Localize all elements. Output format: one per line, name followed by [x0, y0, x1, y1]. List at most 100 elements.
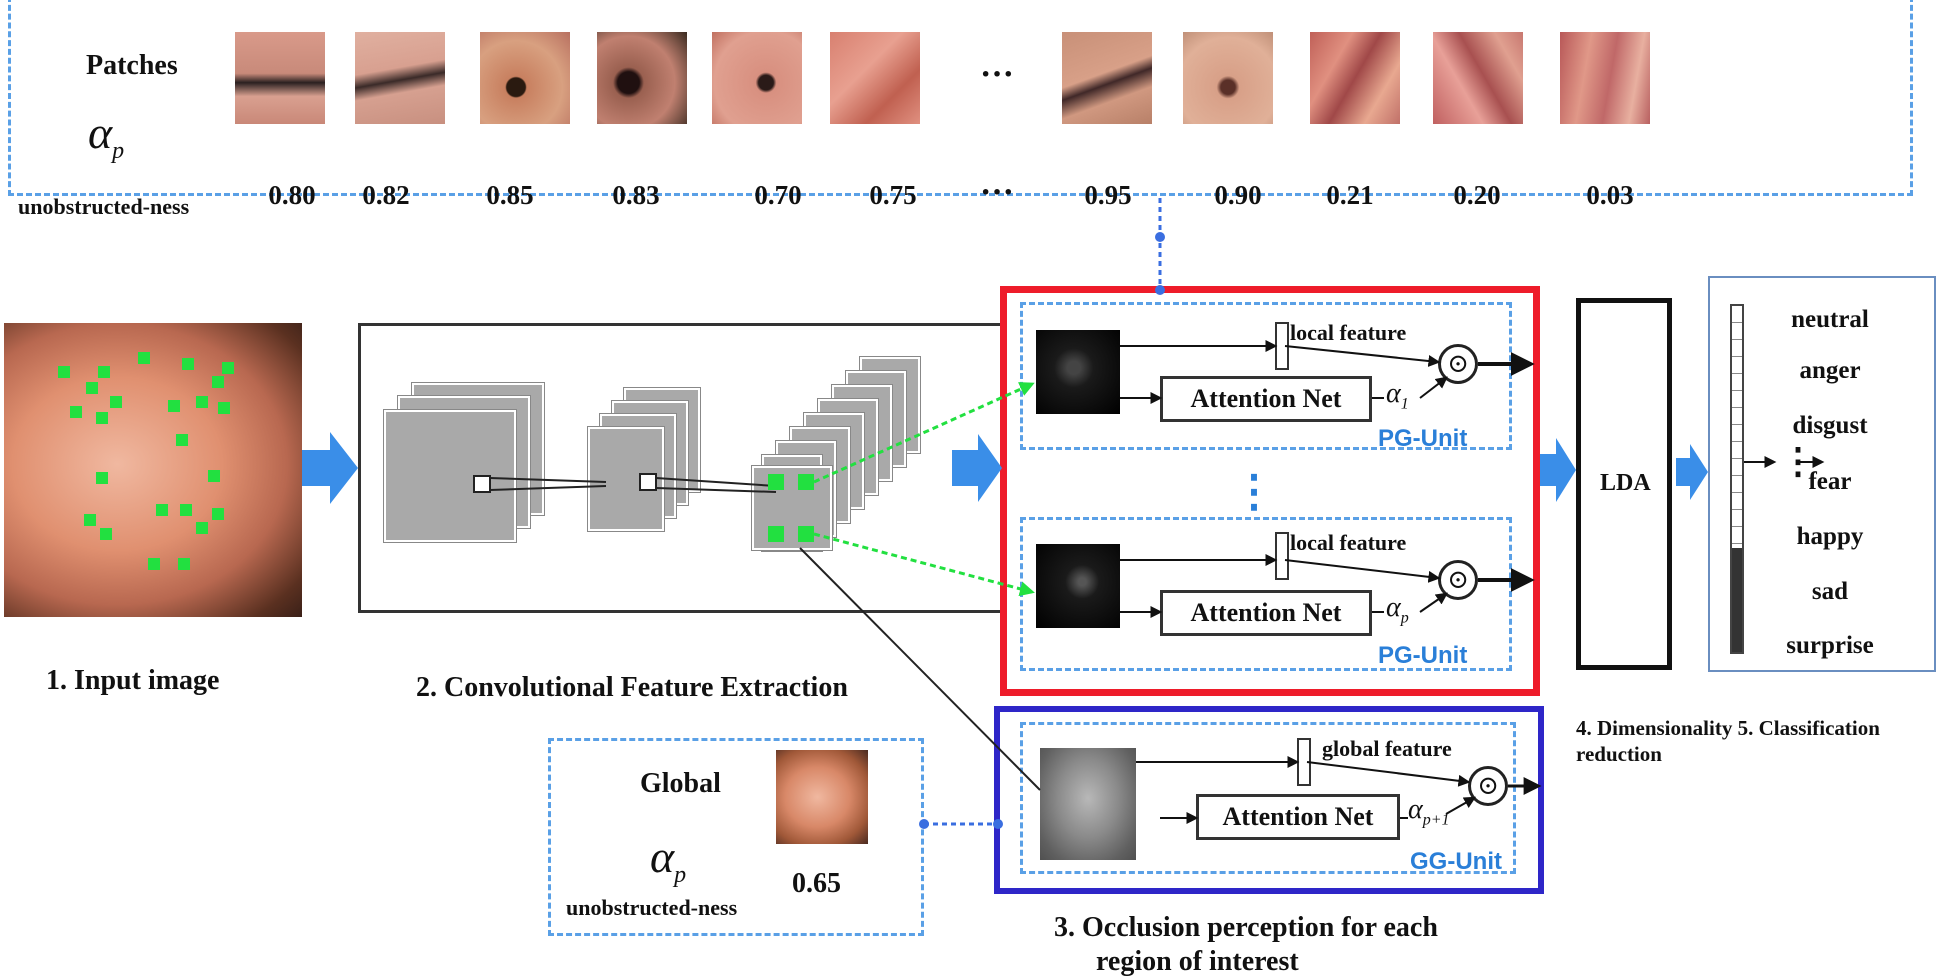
- global-unobstructed-label: unobstructed-ness: [566, 895, 738, 920]
- landmark-point: [196, 396, 208, 408]
- class-label: sad: [1811, 578, 1849, 605]
- global-alpha: αp: [650, 831, 687, 889]
- patch-value: 0.90: [1214, 180, 1262, 210]
- patch-value: 0.20: [1453, 180, 1501, 210]
- patches-ellipsis: ···: [980, 56, 1015, 93]
- pg-vdots: ⋮: [1232, 467, 1276, 516]
- patches-alpha: αp: [88, 107, 125, 165]
- landmark-point: [86, 382, 98, 394]
- roi-square: [798, 474, 814, 490]
- patch-image: [235, 32, 325, 124]
- alpha-global-label: αp+1: [1408, 794, 1450, 829]
- class-label: fear: [1808, 468, 1852, 495]
- gg-unit-box: [994, 706, 1544, 894]
- landmark-point: [70, 406, 82, 418]
- step-1-label: 1. Input image: [46, 665, 220, 696]
- landmark-point: [212, 376, 224, 388]
- patch-image: [1062, 32, 1152, 124]
- roi-link-bottom: [813, 532, 1035, 597]
- step-3-label-line1: 3. Occlusion perception for each: [1054, 912, 1438, 943]
- pg-unit-label-top: PG-Unit: [1378, 425, 1468, 452]
- global-value: 0.65: [792, 868, 841, 899]
- attention-net-global: Attention Net: [1196, 794, 1400, 840]
- alpha-1-label: α1: [1386, 378, 1409, 413]
- patch-image: [1183, 32, 1273, 124]
- conv-projection: [655, 477, 777, 487]
- landmark-point: [84, 514, 96, 526]
- feature-map-layer: [384, 410, 516, 542]
- flow-arrow-3: [1540, 438, 1576, 502]
- step-4-5-label-line1: 4. Dimensionality 5. Classification: [1576, 716, 1880, 740]
- class-label: anger: [1799, 357, 1861, 384]
- patch-image: [355, 32, 445, 124]
- pg-units-box: [1000, 286, 1540, 696]
- classification-box: [1708, 276, 1936, 672]
- gg-unit-inner: [1020, 722, 1516, 874]
- global-link: [799, 547, 1041, 791]
- global-panel: [548, 738, 924, 936]
- local-feature-label-bottom: local feature: [1290, 530, 1407, 555]
- landmark-point: [178, 558, 190, 570]
- flow-arrow-1: [302, 432, 358, 504]
- patch-value: 0.95: [1084, 180, 1132, 210]
- conv-projection: [489, 485, 607, 491]
- patch-value: 0.82: [362, 180, 410, 210]
- step-4-5-label-line2: reduction: [1576, 742, 1662, 766]
- landmark-point: [98, 366, 110, 378]
- landmark-point: [196, 522, 208, 534]
- patch-value: 0.80: [268, 180, 316, 210]
- landmark-point: [176, 434, 188, 446]
- conv-projection: [489, 477, 607, 483]
- global-title: Global: [640, 768, 721, 799]
- patch-value: 0.03: [1586, 180, 1634, 210]
- patch-value: 0.75: [869, 180, 917, 210]
- patches-title: Patches: [86, 50, 178, 81]
- gg-unit-label: GG-Unit: [1410, 848, 1502, 875]
- pg-feature-map-bottom: [1036, 544, 1120, 628]
- conv-projection: [655, 487, 777, 493]
- global-feature-label: global feature: [1322, 736, 1452, 761]
- landmark-point: [156, 504, 168, 516]
- lda-label: LDA: [1600, 470, 1651, 496]
- class-label: surprise: [1786, 632, 1874, 659]
- global-face-thumbnail: [776, 750, 868, 844]
- patches-unobstructed-label: unobstructed-ness: [18, 194, 190, 219]
- landmark-point: [96, 412, 108, 424]
- patch-image: [1433, 32, 1523, 124]
- values-ellipsis: ···: [980, 174, 1015, 211]
- landmark-point: [182, 358, 194, 370]
- class-label: neutral: [1791, 306, 1869, 333]
- odot-global: ⊙: [1468, 766, 1508, 806]
- patch-value: 0.85: [486, 180, 534, 210]
- flow-arrow-2: [952, 434, 1002, 502]
- class-label: happy: [1796, 523, 1864, 550]
- lda-box: [1576, 298, 1672, 670]
- landmark-point: [208, 470, 220, 482]
- local-feature-label-top: local feature: [1290, 320, 1407, 345]
- patch-image: [830, 32, 920, 124]
- patch-value: 0.70: [754, 180, 802, 210]
- landmark-point: [96, 472, 108, 484]
- landmark-point: [148, 558, 160, 570]
- attention-net-top: Attention Net: [1160, 376, 1372, 422]
- patch-image: [1310, 32, 1400, 124]
- pg-unit-top: [1020, 302, 1512, 450]
- patches-panel: [8, 0, 1913, 196]
- landmark-point: [180, 504, 192, 516]
- alpha-p-label: αp: [1386, 592, 1409, 627]
- landmark-point: [110, 396, 122, 408]
- patch-image: [597, 32, 687, 124]
- landmark-point: [222, 362, 234, 374]
- landmark-point: [218, 402, 230, 414]
- landmark-point: [212, 508, 224, 520]
- landmark-point: [168, 400, 180, 412]
- landmark-point: [100, 528, 112, 540]
- conv-window-1: [473, 475, 491, 493]
- flow-arrow-4: [1676, 444, 1708, 500]
- step-3-label-line2: region of interest: [1096, 946, 1299, 977]
- landmark-point: [138, 352, 150, 364]
- patch-image: [480, 32, 570, 124]
- landmark-point: [58, 366, 70, 378]
- patch-value: 0.83: [612, 180, 660, 210]
- pg-feature-map-top: [1036, 330, 1120, 414]
